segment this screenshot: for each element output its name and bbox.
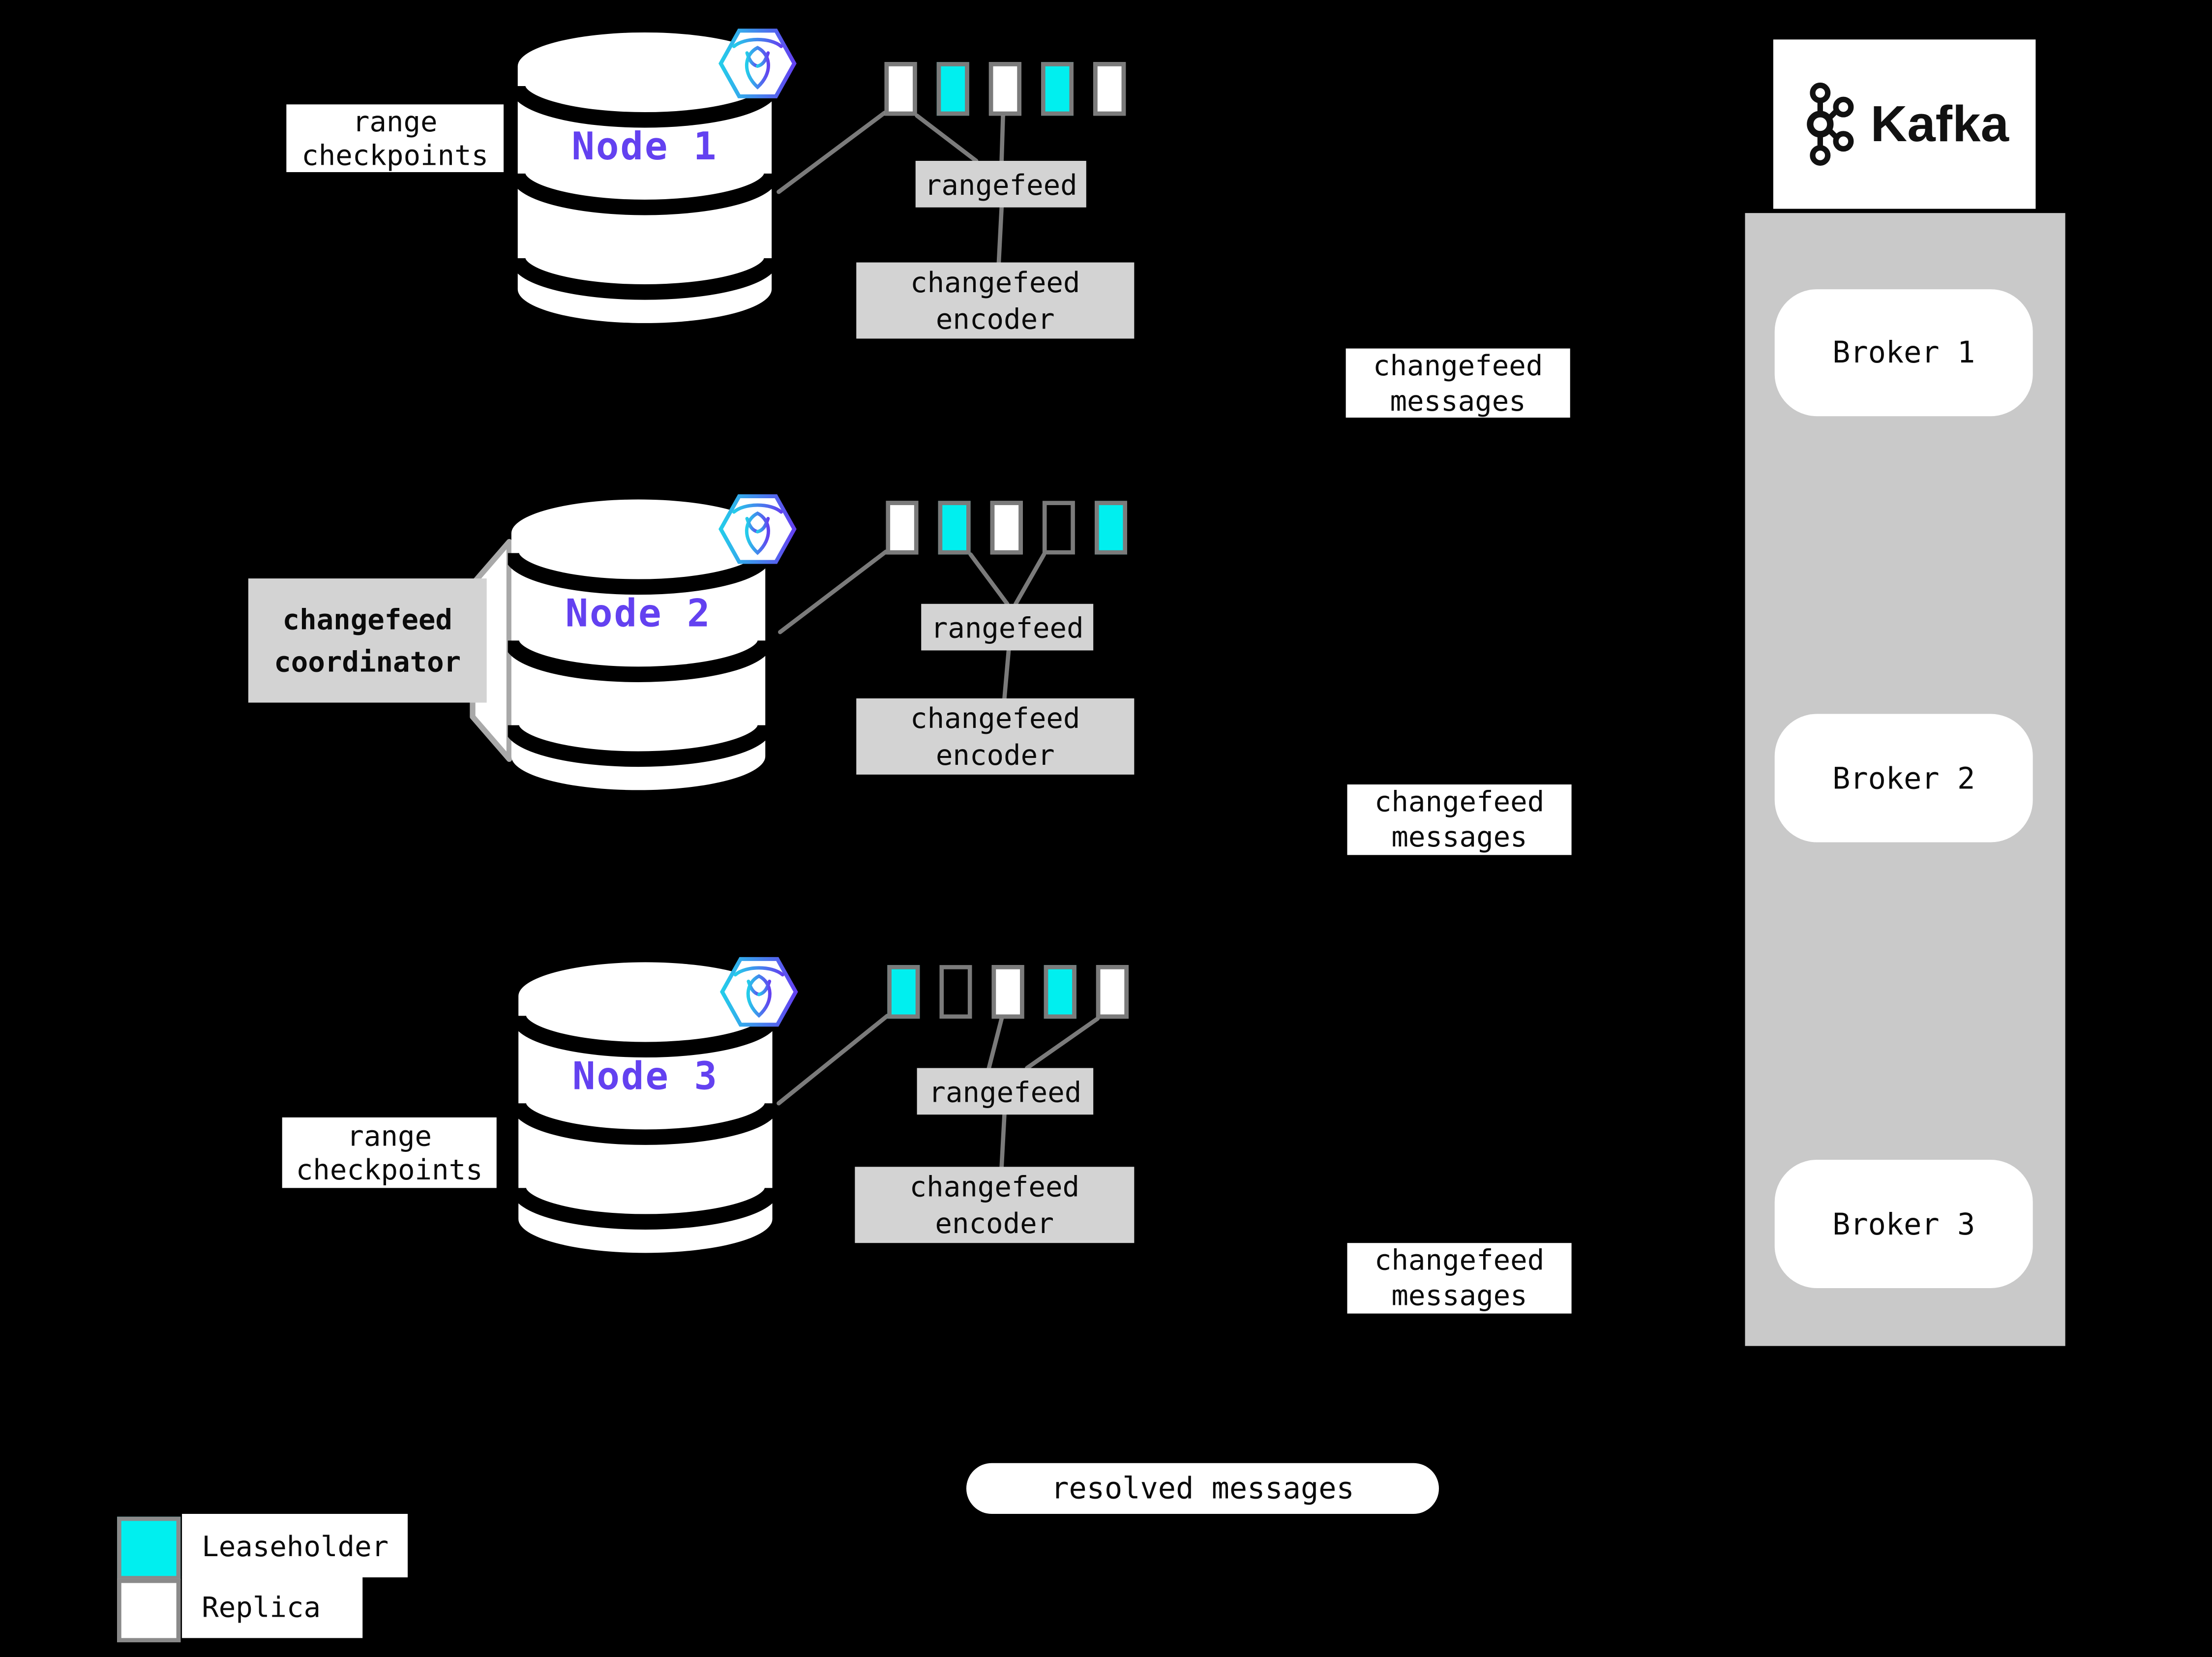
broker-1: Broker 1 — [1774, 289, 2033, 417]
range-block — [1096, 965, 1129, 1019]
messages-line: changefeed — [1373, 348, 1543, 382]
rangefeed-label: rangefeed — [924, 167, 1077, 201]
resolved-messages-label: resolved messages — [1051, 1471, 1354, 1506]
range-block — [991, 965, 1024, 1019]
label-line: range — [347, 1118, 432, 1153]
rangefeed-to-encoder-line — [1002, 648, 1011, 701]
kafka-logo-box: Kafka — [1773, 39, 2036, 209]
legend-leaseholder-swatch — [117, 1516, 181, 1580]
rangefeed-box-node3: rangefeed — [917, 1068, 1094, 1115]
messages-line: messages — [1391, 819, 1527, 854]
legend-leaseholder-label: Leaseholder — [182, 1514, 408, 1578]
kafka-wordmark: Kafka — [1870, 94, 2009, 152]
encoder-line: encoder — [935, 1206, 1054, 1240]
range-to-rangefeed-line — [968, 552, 1010, 606]
resolved-messages-pill: resolved messages — [966, 1463, 1439, 1514]
cockroachdb-icon — [719, 957, 798, 1027]
rangefeed-box-node1: rangefeed — [915, 161, 1086, 208]
range-block — [1093, 62, 1126, 116]
node1-name: Node 1 — [571, 125, 718, 170]
range-block — [990, 501, 1023, 555]
legend-text: Leaseholder — [202, 1529, 389, 1563]
node2-name: Node 2 — [565, 592, 712, 636]
range-to-rangefeed-line — [986, 1016, 1004, 1070]
node2-to-range-line — [778, 549, 888, 634]
messages-line: messages — [1391, 1278, 1527, 1312]
node1-to-range-line — [777, 111, 887, 194]
messages-line: changefeed — [1374, 1243, 1545, 1277]
broker-label: Broker 1 — [1832, 335, 1975, 370]
coordinator-line: changefeed — [282, 602, 452, 636]
database-cylinder-node1 — [515, 32, 775, 323]
changefeed-messages-label-1: changefeed messages — [1345, 348, 1570, 418]
range-block — [886, 501, 919, 555]
broker-2: Broker 2 — [1774, 714, 2033, 843]
broker-label: Broker 3 — [1832, 1207, 1975, 1241]
arrowhead-into-kafka — [2054, 331, 2077, 352]
range-to-rangefeed-line — [1014, 552, 1046, 606]
broker-3: Broker 3 — [1774, 1159, 2033, 1289]
label-line: checkpoints — [301, 138, 489, 172]
node3-to-range-line — [777, 1014, 890, 1106]
legend-replica-swatch — [117, 1578, 181, 1643]
range-block — [1044, 965, 1076, 1019]
label-line: checkpoints — [296, 1152, 483, 1187]
changefeed-messages-label-2: changefeed messages — [1347, 784, 1572, 855]
range-to-rangefeed-line — [1025, 1016, 1100, 1070]
label-line: range — [352, 104, 438, 139]
range-block — [887, 965, 920, 1019]
encoder-line: changefeed — [909, 1170, 1080, 1204]
range-block — [884, 62, 917, 116]
range-block — [1042, 501, 1075, 555]
changefeed-messages-label-3: changefeed messages — [1347, 1243, 1572, 1314]
database-cylinder-node3 — [515, 962, 776, 1253]
range-checkpoints-label-top: range checkpoints — [286, 104, 504, 172]
legend-text: Replica — [202, 1590, 321, 1624]
cockroachdb-icon — [718, 29, 797, 98]
legend-replica-label: Replica — [182, 1576, 363, 1638]
range-block — [939, 965, 972, 1019]
changefeed-coordinator-box: changefeed coordinator — [248, 578, 487, 703]
cockroachdb-icon — [718, 494, 797, 564]
coordinator-line: coordinator — [274, 644, 461, 679]
range-block — [938, 501, 971, 555]
broker-label: Broker 2 — [1832, 761, 1975, 795]
range-to-rangefeed-line — [915, 113, 979, 163]
range-checkpoints-label-bottom: range checkpoints — [282, 1117, 497, 1188]
rangefeed-box-node2: rangefeed — [921, 603, 1094, 651]
rangefeed-label: rangefeed — [928, 1074, 1082, 1109]
range-block — [1095, 501, 1128, 555]
changefeed-encoder-box-node2: changefeed encoder — [856, 698, 1135, 775]
kafka-icon — [1807, 82, 1854, 166]
range-block — [936, 62, 969, 116]
rangefeed-to-encoder-line — [999, 1112, 1007, 1169]
rangefeed-label: rangefeed — [930, 610, 1084, 644]
range-to-rangefeed-line — [999, 113, 1005, 163]
node3-name: Node 3 — [572, 1055, 718, 1099]
encoder-line: encoder — [935, 738, 1055, 772]
messages-line: messages — [1390, 383, 1526, 417]
changefeed-encoder-box-node3: changefeed encoder — [855, 1167, 1135, 1243]
encoder-line: changefeed — [910, 265, 1080, 300]
range-block — [1041, 62, 1074, 116]
rangefeed-to-encoder-line — [996, 205, 1004, 265]
changefeed-encoder-box-node1: changefeed encoder — [856, 262, 1135, 339]
encoder-line: encoder — [935, 301, 1055, 336]
messages-line: changefeed — [1374, 784, 1545, 818]
database-cylinder-node2 — [508, 499, 769, 790]
range-block — [988, 62, 1021, 116]
encoder-line: changefeed — [910, 701, 1080, 735]
